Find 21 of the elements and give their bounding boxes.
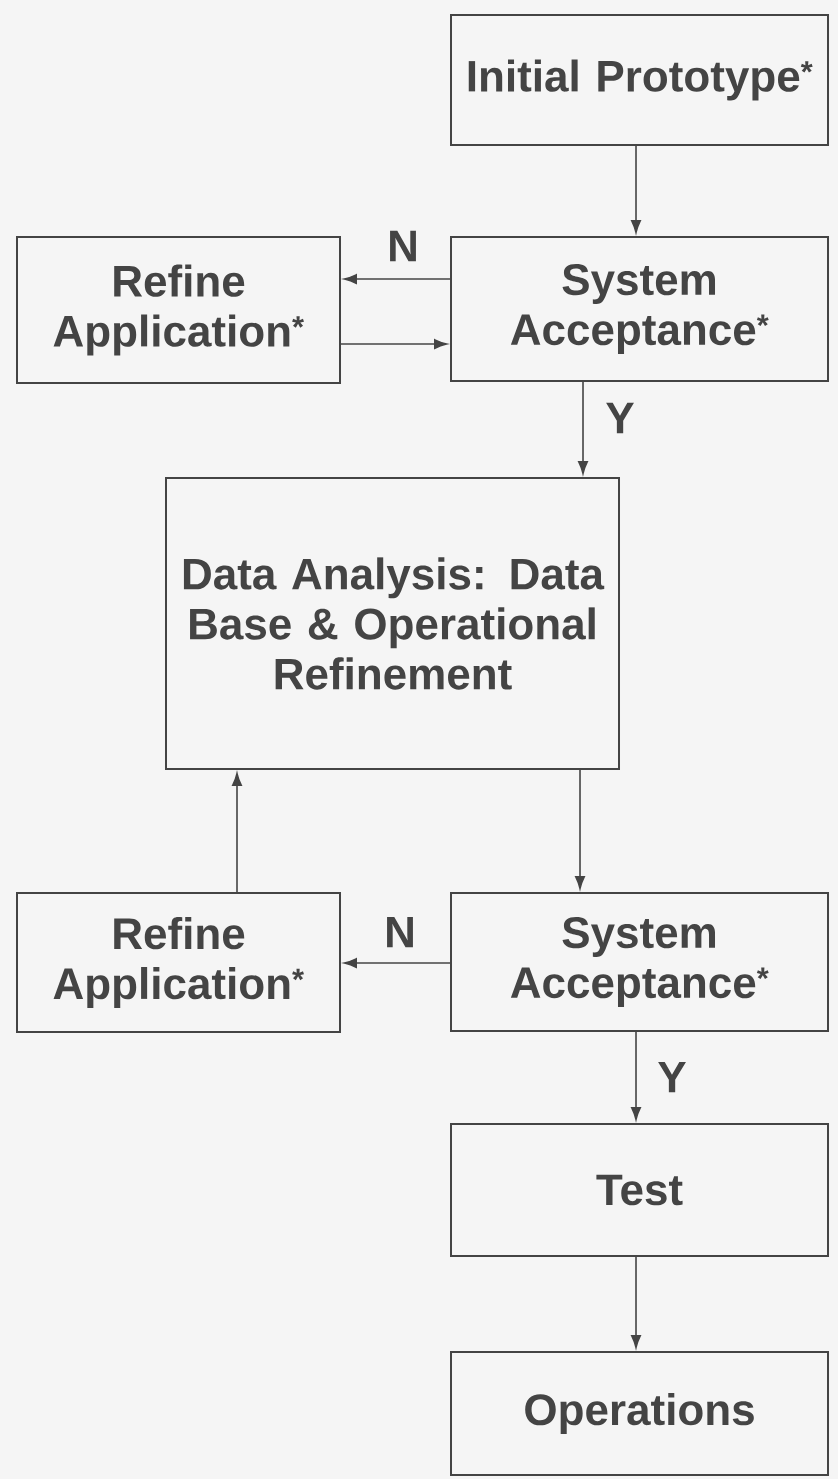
arrow: [343, 958, 451, 968]
edge-label: N: [387, 916, 413, 948]
process-box: Refine Application$^{*}$: [16, 892, 341, 1033]
process-box: System Acceptance$^{*}$: [450, 892, 829, 1032]
edge-label: Y: [606, 402, 634, 434]
arrow: [343, 274, 451, 284]
arrow: [340, 339, 448, 349]
arrow: [575, 769, 585, 890]
arrow: [578, 381, 588, 475]
process-box: Initial Prototype$^{*}$: [450, 14, 829, 146]
arrow: [631, 145, 641, 234]
process-box: Operations: [450, 1351, 829, 1476]
arrow: [631, 1256, 641, 1349]
process-box: Data Analysis: Data Base & Operational Refinement: [165, 477, 620, 770]
process-box: System Acceptance$^{*}$: [450, 236, 829, 382]
process-box: Test: [450, 1123, 829, 1257]
arrow: [631, 1031, 641, 1121]
edge-label: N: [390, 230, 416, 262]
process-box: Refine Application$^{*}$: [16, 236, 341, 384]
edge-label: Y: [658, 1061, 686, 1093]
arrow: [232, 772, 242, 893]
